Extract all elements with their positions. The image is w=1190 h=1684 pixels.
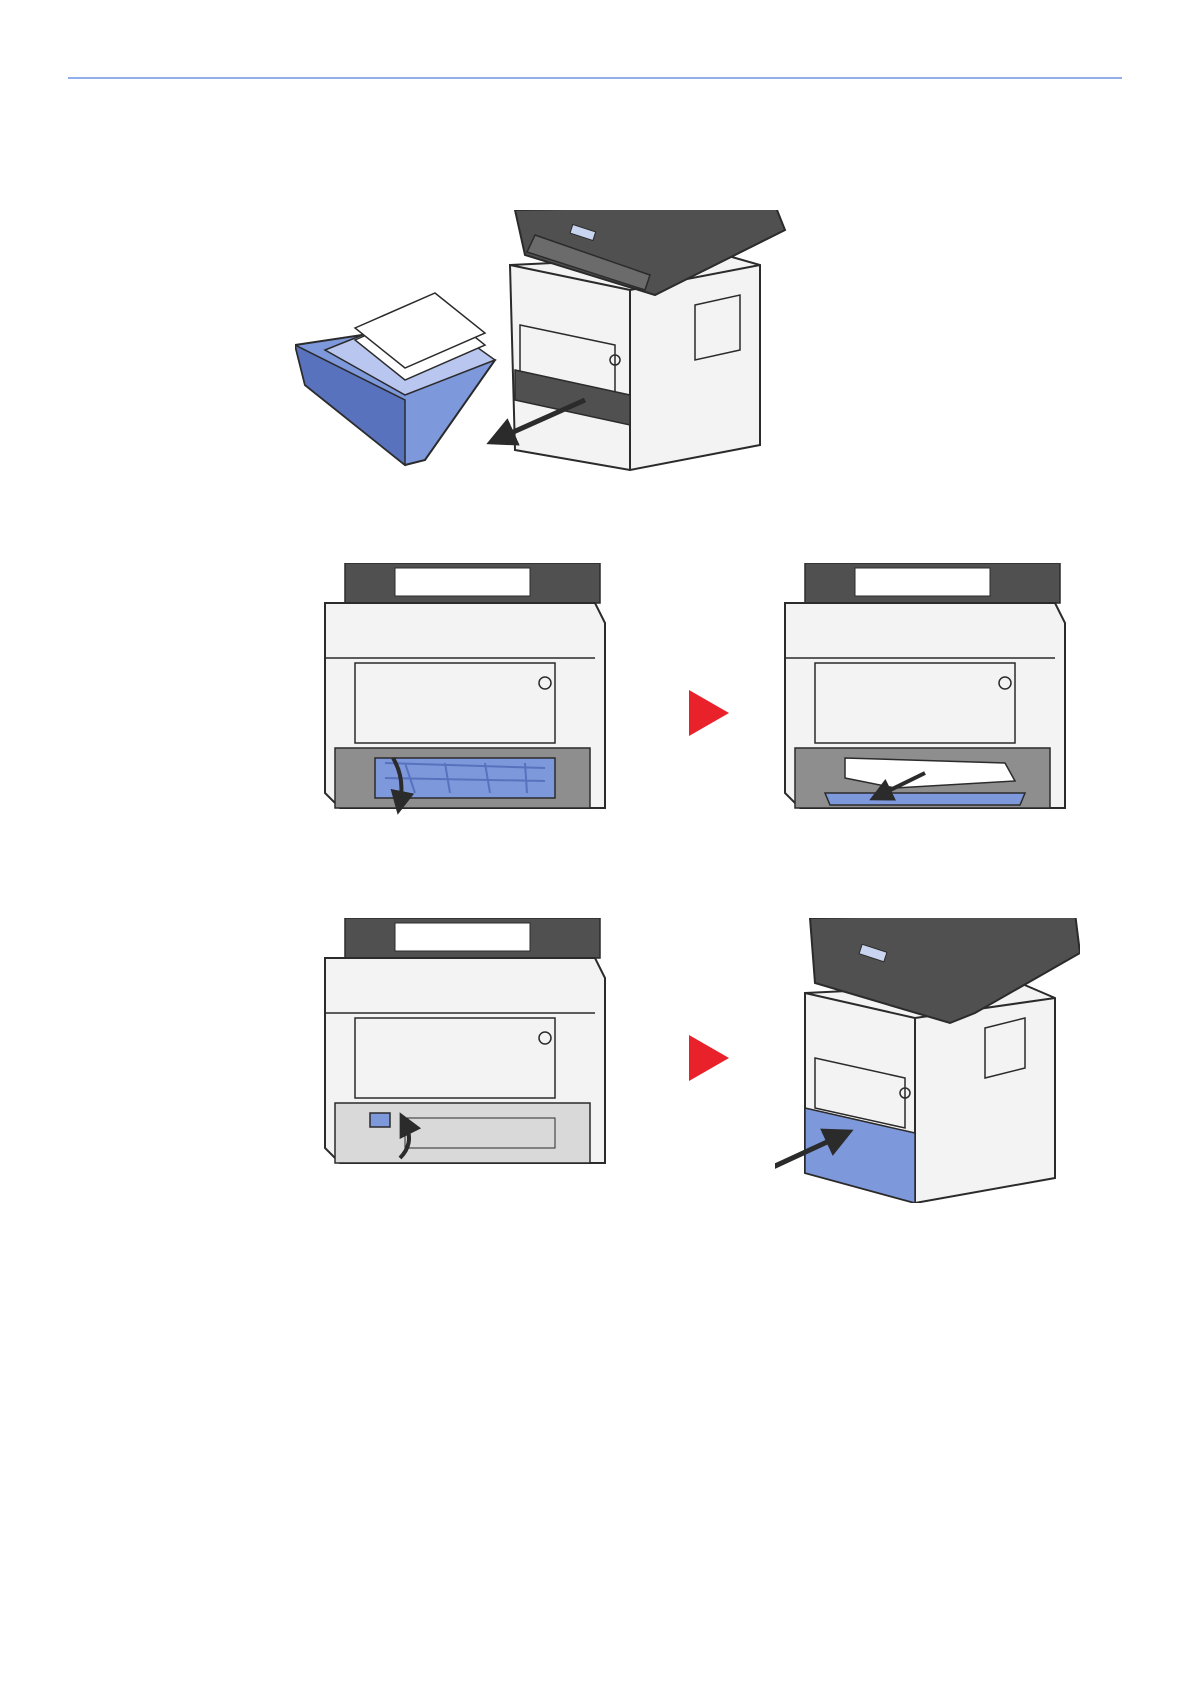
open-jam-cover-illustration (315, 563, 635, 838)
close-jam-cover-illustration (315, 918, 635, 1193)
red-triangle-right-icon (689, 690, 729, 736)
printer-cassette-insertion-illustration (775, 918, 1080, 1203)
header-rule (68, 77, 1122, 79)
printer-cassette-removal-illustration (295, 210, 835, 500)
red-triangle-right-icon (689, 1035, 729, 1081)
remove-jammed-paper-illustration (775, 563, 1095, 838)
